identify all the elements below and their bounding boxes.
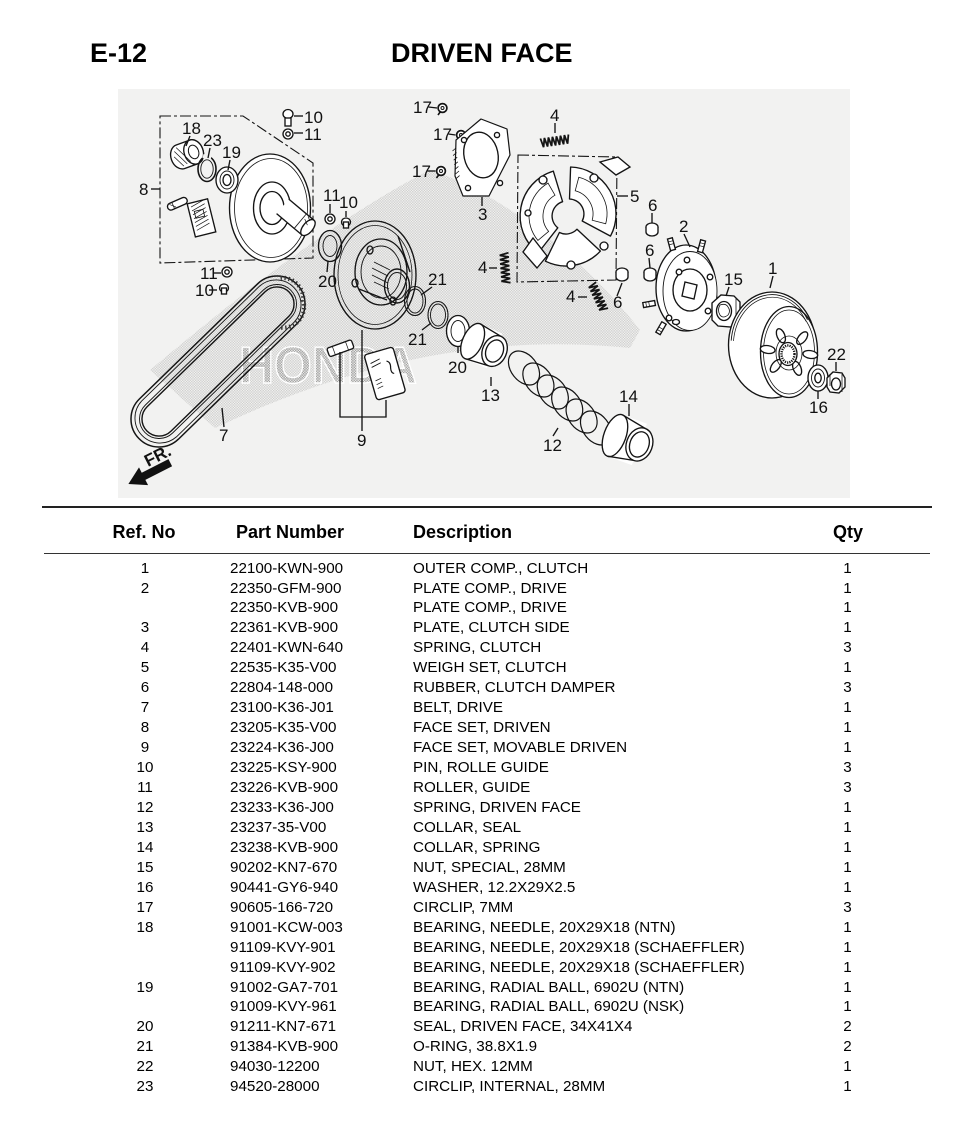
svg-text:10: 10 [339,193,358,212]
svg-text:14: 14 [619,387,638,406]
svg-text:5: 5 [630,187,639,206]
svg-text:11: 11 [200,264,218,283]
svg-text:10: 10 [304,108,323,127]
svg-text:3: 3 [478,205,487,224]
svg-text:6: 6 [613,293,622,312]
svg-text:19: 19 [222,143,241,162]
svg-text:9: 9 [357,431,366,450]
svg-text:18: 18 [182,119,201,138]
svg-text:10: 10 [195,281,214,300]
svg-text:16: 16 [809,398,828,417]
svg-text:15: 15 [724,270,743,289]
svg-text:4: 4 [566,287,575,306]
svg-text:12: 12 [543,436,562,455]
svg-text:20: 20 [448,358,467,377]
svg-text:7: 7 [219,426,228,445]
svg-text:13: 13 [481,386,500,405]
svg-text:8: 8 [139,180,148,199]
svg-text:22: 22 [827,345,846,364]
svg-text:2: 2 [679,217,688,236]
svg-text:17: 17 [413,98,432,117]
svg-text:6: 6 [648,196,657,215]
svg-text:11: 11 [304,125,322,144]
svg-text:21: 21 [428,270,447,289]
svg-text:23: 23 [203,131,222,150]
svg-text:4: 4 [478,258,487,277]
svg-text:17: 17 [433,125,452,144]
svg-text:21: 21 [408,330,427,349]
svg-text:11: 11 [323,186,341,205]
svg-text:1: 1 [768,259,777,278]
svg-text:17: 17 [412,162,431,181]
svg-text:20: 20 [318,272,337,291]
svg-text:6: 6 [645,241,654,260]
svg-text:4: 4 [550,106,559,125]
